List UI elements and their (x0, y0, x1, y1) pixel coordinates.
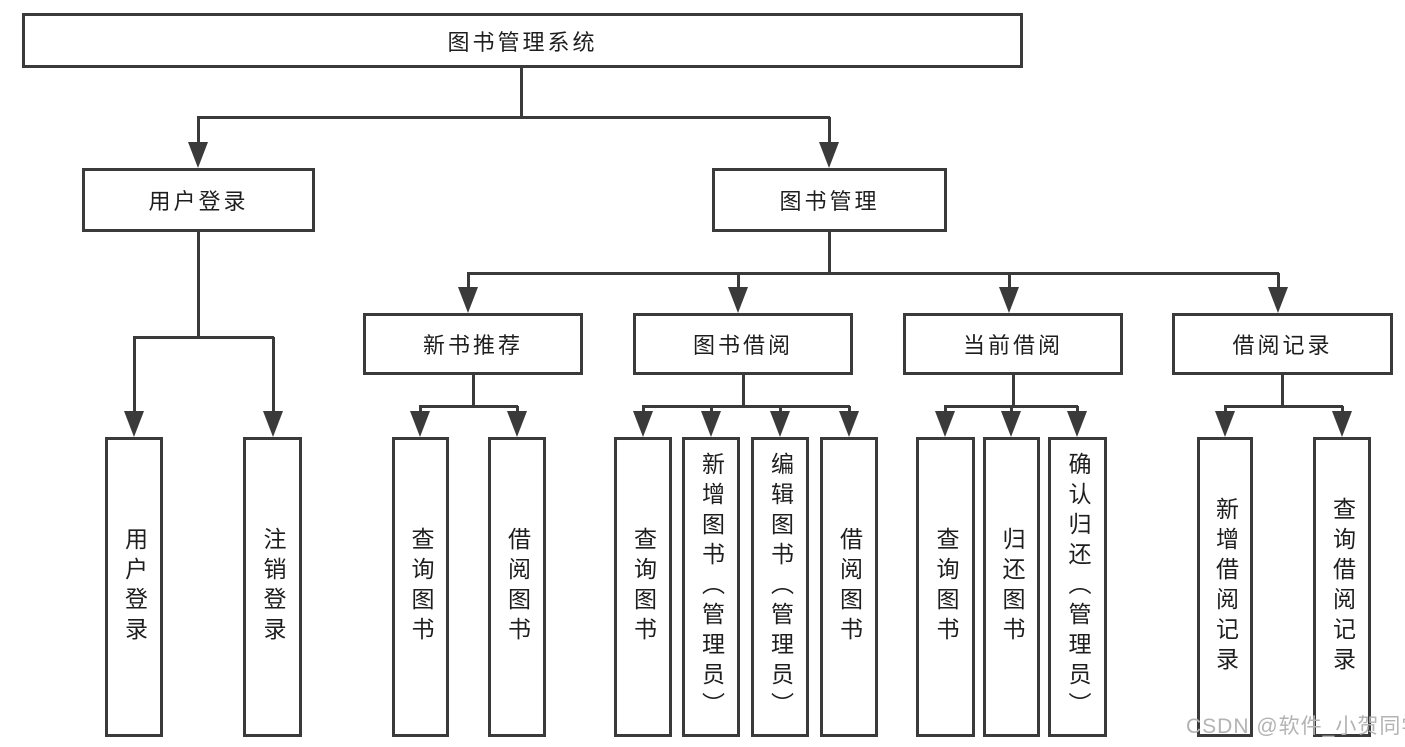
arrowhead-down-icon (1067, 411, 1087, 437)
watermark: CSDN @软件_小贺同学 (1186, 715, 1405, 738)
connector-line (737, 273, 740, 291)
arrowhead-down-icon (728, 287, 748, 313)
node-leaf-borrow-books-2: 借阅图书 (820, 437, 878, 737)
connector-line (828, 117, 831, 146)
connector-line (520, 68, 523, 118)
connector-line (467, 272, 1279, 275)
node-leaf-return-books: 归还图书 (983, 437, 1040, 737)
node-current-borrow: 当前借阅 (903, 313, 1123, 375)
connector-line (133, 337, 136, 416)
connector-line (197, 116, 830, 119)
node-borrow-record: 借阅记录 (1172, 313, 1393, 375)
arrowhead-down-icon (770, 411, 790, 437)
arrowhead-down-icon (633, 411, 653, 437)
arrowhead-down-icon (1268, 287, 1288, 313)
node-leaf-user-login: 用户登录 (105, 437, 163, 737)
node-book-mgmt: 图书管理 (712, 168, 947, 232)
node-leaf-query-books-3: 查询图书 (916, 437, 975, 737)
node-leaf-edit-books: 编辑图书（管理员） (751, 437, 809, 737)
connector-line (828, 232, 831, 274)
arrowhead-down-icon (458, 287, 478, 313)
arrowhead-down-icon (124, 411, 144, 437)
node-user-login: 用户登录 (82, 168, 315, 232)
arrowhead-down-icon (1001, 411, 1021, 437)
arrowhead-down-icon (999, 287, 1019, 313)
node-leaf-query-borrow-record: 查询借阅记录 (1313, 437, 1371, 737)
node-leaf-query-books-1: 查询图书 (392, 437, 449, 737)
node-leaf-add-books: 新增图书（管理员） (682, 437, 740, 737)
arrowhead-down-icon (935, 411, 955, 437)
node-leaf-logout: 注销登录 (243, 437, 302, 737)
node-leaf-add-borrow-record: 新增借阅记录 (1197, 437, 1253, 737)
connector-line (1224, 405, 1343, 408)
connector-line (1008, 273, 1011, 291)
arrowhead-down-icon (839, 411, 859, 437)
connector-line (944, 405, 1078, 408)
connector-line (197, 232, 200, 339)
arrowhead-down-icon (263, 411, 283, 437)
arrowhead-down-icon (410, 411, 430, 437)
connector-line (467, 273, 470, 291)
node-leaf-borrow-books-1: 借阅图书 (488, 437, 546, 737)
node-leaf-confirm-return: 确认归还（管理员） (1048, 437, 1107, 737)
node-root: 图书管理系统 (22, 13, 1023, 68)
node-book-borrow: 图书借阅 (633, 313, 853, 375)
connector-line (642, 405, 850, 408)
connector-line (272, 337, 275, 416)
arrowhead-down-icon (701, 411, 721, 437)
arrowhead-down-icon (507, 411, 527, 437)
connector-line (1281, 375, 1284, 407)
connector-line (419, 405, 518, 408)
connector-line (742, 375, 745, 407)
arrowhead-down-icon (1332, 411, 1352, 437)
arrowhead-down-icon (1215, 411, 1235, 437)
node-new-book-rec: 新书推荐 (363, 313, 583, 375)
arrowhead-down-icon (188, 142, 208, 168)
connector-line (472, 375, 475, 407)
connector-line (197, 117, 200, 146)
connector-line (1277, 273, 1280, 291)
arrowhead-down-icon (819, 142, 839, 168)
connector-line (1012, 375, 1015, 407)
connector-line (133, 336, 274, 339)
node-leaf-query-books-2: 查询图书 (614, 437, 672, 737)
